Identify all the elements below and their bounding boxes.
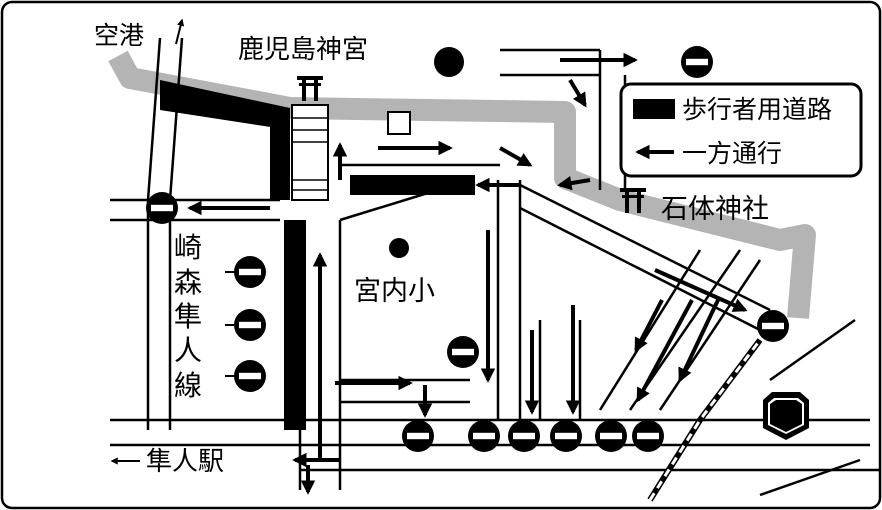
vertical-line-name-char: 人 <box>174 334 202 367</box>
airport-label: 空港 <box>94 21 144 50</box>
pedestrian-roads <box>160 80 475 430</box>
legend-oneway-label: 一方通行 <box>682 139 782 168</box>
sign-connectors <box>225 271 234 377</box>
vertical-line-name-char: 線 <box>174 369 202 402</box>
legend: 歩行者用道路 一方通行 <box>619 82 863 178</box>
legend-box <box>619 82 863 178</box>
legend-pedestrian-label: 歩行者用道路 <box>682 95 832 124</box>
shrine-label: 鹿児島神宮 <box>238 35 368 65</box>
svg-text:P: P <box>441 51 456 75</box>
pedestrian-road-swatch <box>633 99 675 119</box>
shrine-approach <box>291 104 411 201</box>
route-shield-icon: 223 <box>763 392 809 440</box>
vertical-line-name-char: 隼 <box>174 300 202 333</box>
railway-dash <box>648 339 762 501</box>
svg-text:223: 223 <box>769 407 802 426</box>
school-icon: 文 <box>389 238 409 258</box>
one-way-arrows <box>187 52 748 495</box>
stone-shrine-label: 石体神社 <box>661 194 769 225</box>
parking-icon: P <box>434 47 464 77</box>
station-label: 隼人駅 <box>146 447 224 477</box>
vertical-line-name-char: 森 <box>174 266 202 299</box>
vertical-line-name-char: 崎 <box>174 231 202 264</box>
school-label: 宮内小 <box>354 276 435 307</box>
svg-text:文: 文 <box>392 242 406 258</box>
airport-arrow-icon <box>175 18 185 45</box>
